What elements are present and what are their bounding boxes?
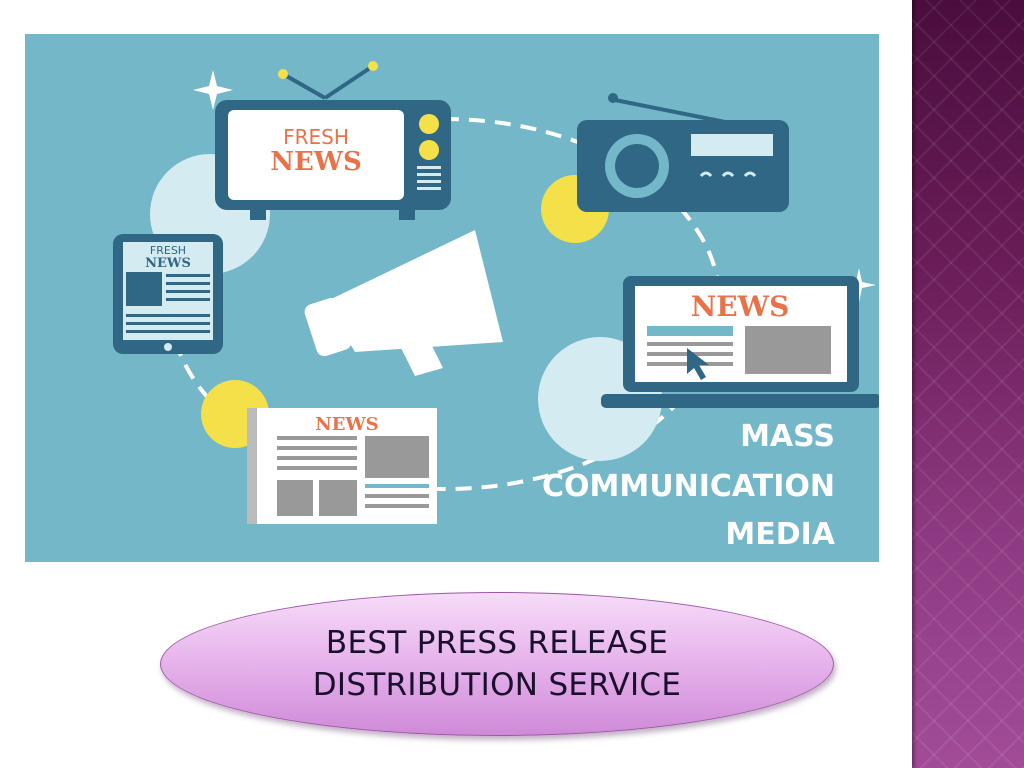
media-title-line-1: MASS [740,419,835,454]
radio-icon [577,93,789,212]
laptop-icon [601,276,879,408]
side-band-shadow [912,0,917,768]
illustration-canvas: FRESH NEWS FRESH NEWS [113,61,879,552]
newspaper-headline-text: NEWS [315,414,378,435]
caption-line-2: DISTRIBUTION SERVICE [312,667,682,703]
mass-media-illustration: FRESH NEWS FRESH NEWS [25,34,879,562]
tv-screen-top-text: FRESH [283,125,349,149]
laptop-headline-text: NEWS [691,290,790,323]
tablet-bottom-text: NEWS [145,256,191,271]
media-title-line-3: MEDIA [725,517,835,552]
tv-screen-bottom-text: NEWS [270,147,362,177]
decorative-side-band [912,0,1024,768]
newspaper-icon [247,408,437,524]
megaphone-icon [304,230,503,376]
tablet-icon [113,234,223,354]
tv-icon [215,61,451,220]
tablet-top-text: FRESH [150,244,186,257]
caption-oval: BEST PRESS RELEASE DISTRIBUTION SERVICE [160,592,834,736]
caption-line-1: BEST PRESS RELEASE [325,625,669,661]
sparkle-icon [193,70,233,110]
media-title-line-2: COMMUNICATION [542,469,835,504]
